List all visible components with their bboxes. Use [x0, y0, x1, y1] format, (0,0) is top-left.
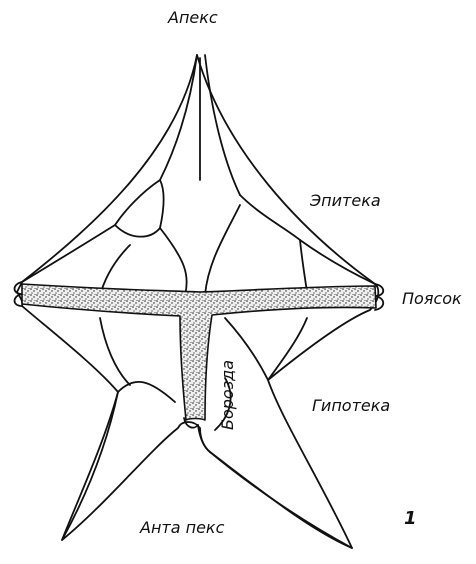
epitheca-plate-2: [22, 225, 115, 282]
epitheca-plate-6: [100, 245, 130, 295]
hypotheca-plate-1: [100, 318, 130, 385]
antapical-horn-right-inner: [210, 452, 352, 548]
epitheca-plate-9: [205, 205, 240, 295]
epitheca-plate-4: [160, 180, 164, 228]
epitheca-plate-10: [300, 240, 307, 292]
apical-horn-right: [205, 55, 240, 195]
hypotheca-plate-4: [268, 318, 307, 380]
label-antapex: Анта пекс: [140, 520, 224, 536]
label-epitheca: Эпитека: [310, 193, 381, 209]
hypotheca-plate-2: [118, 382, 175, 402]
label-apex: Апекс: [168, 10, 218, 26]
epitheca-plate-8: [300, 240, 375, 284]
label-sulcus: Борозда: [220, 360, 236, 430]
epitheca-plate-7: [240, 195, 300, 240]
epitheca-plate-3: [115, 225, 160, 237]
epitheca-plate-5: [160, 228, 187, 295]
figure-number: 1: [404, 510, 417, 528]
label-hypotheca: Гипотека: [312, 398, 390, 414]
label-girdle: Поясок: [402, 291, 462, 307]
epitheca-plate-1: [115, 180, 160, 225]
